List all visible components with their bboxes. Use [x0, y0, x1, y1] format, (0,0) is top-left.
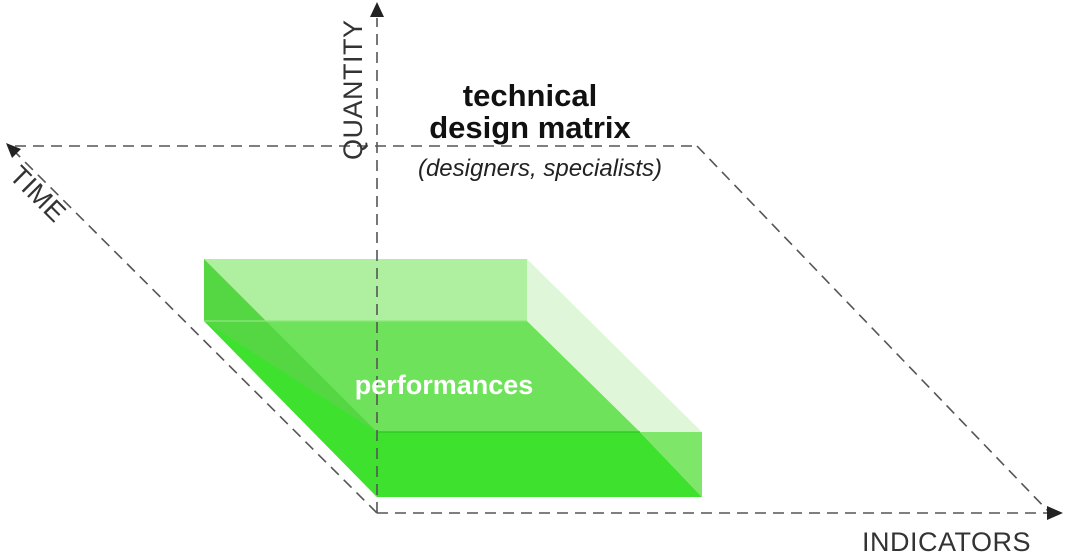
indicators-axis-label: INDICATORS — [862, 527, 1031, 554]
diagram-title-line1: technical — [463, 78, 597, 113]
plane-right-edge — [696, 145, 1051, 514]
slab-top-back — [204, 259, 527, 321]
quantity-arrow-icon — [370, 2, 384, 17]
time-axis-line — [13, 150, 378, 514]
time-axis-label: TIME — [4, 160, 72, 228]
diagram-title-line2: design matrix — [429, 110, 631, 145]
slab-top-front — [204, 321, 640, 432]
performance-slab — [204, 259, 702, 497]
axes — [6, 2, 1063, 520]
quantity-axis-label: QUANTITY — [338, 19, 368, 160]
indicators-arrow-icon — [1047, 506, 1063, 520]
slab-front — [204, 321, 702, 497]
time-arrow-icon — [6, 143, 21, 158]
performances-label: performances — [355, 370, 534, 400]
slab-side-mid — [640, 432, 702, 497]
matrix-plane-outline — [15, 145, 1051, 514]
diagram-subtitle: (designers, specialists) — [418, 155, 662, 182]
